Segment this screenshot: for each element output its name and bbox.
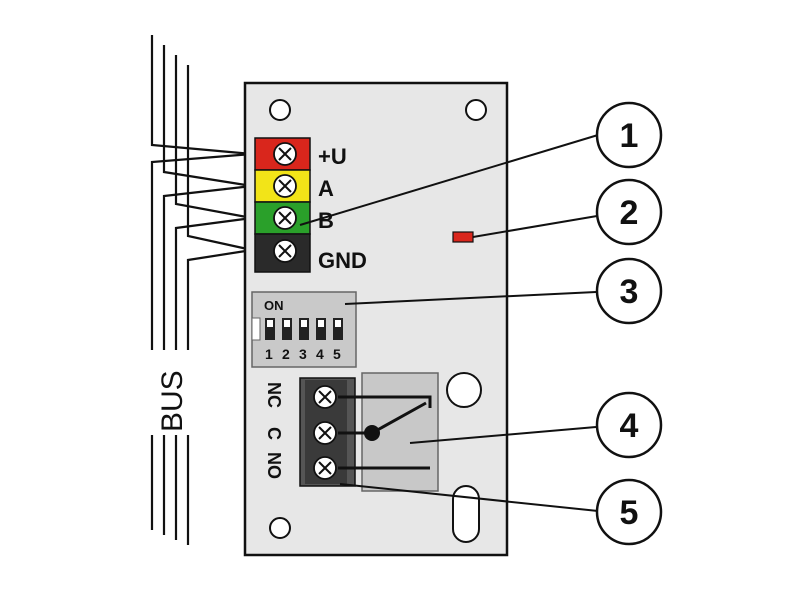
callout-number-3: 3 <box>620 273 639 311</box>
callout-number-1: 1 <box>620 117 639 155</box>
callout-circle-2 <box>595 178 663 246</box>
callout-circle-4 <box>595 391 663 459</box>
dip-switch <box>251 291 357 368</box>
relay-label-c: C <box>264 427 284 440</box>
relay <box>338 372 439 492</box>
mounting-hole-top-left <box>269 99 291 121</box>
dip-number-1: 1 <box>265 346 273 362</box>
callout-circle-3 <box>595 257 663 325</box>
callout-number-4: 4 <box>620 407 639 445</box>
bus-label-gap <box>146 350 194 435</box>
callout-leaders <box>299 134 599 512</box>
callout-number-2: 2 <box>620 194 639 232</box>
bus-wire-u <box>150 35 253 530</box>
callout-circle-1 <box>595 101 663 169</box>
terminal-label-u: +U <box>318 144 347 169</box>
callout-circles <box>595 101 663 546</box>
bus-wire-a <box>162 45 253 535</box>
dip-number-3: 3 <box>299 346 307 362</box>
status-led <box>452 231 474 243</box>
bus-label: BUS <box>156 370 189 432</box>
bus-wires <box>150 35 253 545</box>
mounting-slot <box>452 485 480 543</box>
callout-number-5: 5 <box>620 494 639 532</box>
dip-number-2: 2 <box>282 346 290 362</box>
callout-circle-5 <box>595 478 663 546</box>
mounting-hole-top-right <box>465 99 487 121</box>
bus-terminal-block <box>254 137 311 273</box>
dip-switch-levers <box>265 318 343 340</box>
dip-on-label: ON <box>264 298 284 313</box>
bus-wire-gnd <box>186 65 253 545</box>
dip-number-5: 5 <box>333 346 341 362</box>
relay-label-nc: NC <box>264 382 284 408</box>
relay-contact-pivot <box>364 425 380 441</box>
terminal-label-b: B <box>318 208 334 233</box>
mounting-hole-middle <box>446 372 482 408</box>
terminal-label-gnd: GND <box>318 248 367 273</box>
relay-label-no: NO <box>264 452 284 479</box>
mounting-hole-bottom-left <box>269 517 291 539</box>
terminal-screw-slots <box>278 147 292 258</box>
terminal-label-a: A <box>318 176 334 201</box>
dip-number-4: 4 <box>316 346 324 362</box>
